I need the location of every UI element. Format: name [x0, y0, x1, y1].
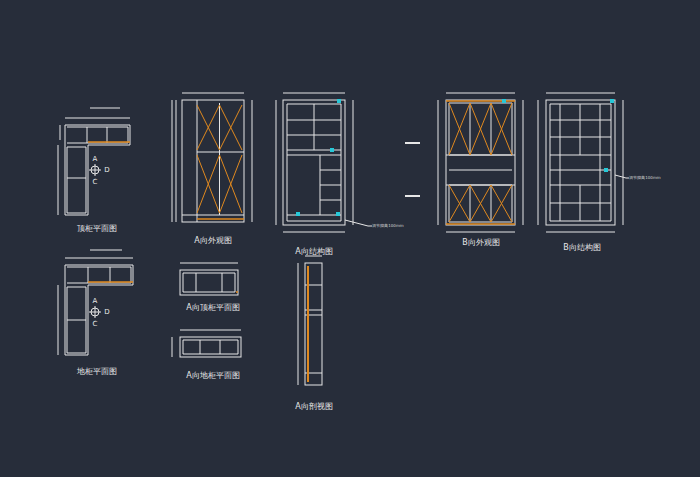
compass-letter: C [93, 321, 98, 328]
view-caption: A向结构图 [295, 248, 332, 256]
compass-letter: D [104, 309, 109, 316]
compass-letter: D [104, 167, 109, 174]
view-caption: B向结构图 [563, 244, 601, 252]
view-caption: B向外观图 [462, 239, 500, 247]
compass-letter: A [93, 156, 98, 163]
view-caption: 顶柜平面图 [77, 225, 117, 233]
view-caption: A向外观图 [194, 237, 231, 245]
callout-note: 调节脚高100mm [629, 176, 660, 180]
compass-letter: A [93, 298, 98, 305]
view-caption: A向地柜平面图 [186, 372, 239, 380]
view-caption: A向剖视图 [295, 403, 332, 411]
view-caption: A向顶柜平面图 [186, 304, 239, 312]
callout-note: 调节脚高100mm [372, 224, 403, 228]
compass-letter: C [93, 179, 98, 186]
view-caption: 地柜平面图 [77, 368, 117, 376]
